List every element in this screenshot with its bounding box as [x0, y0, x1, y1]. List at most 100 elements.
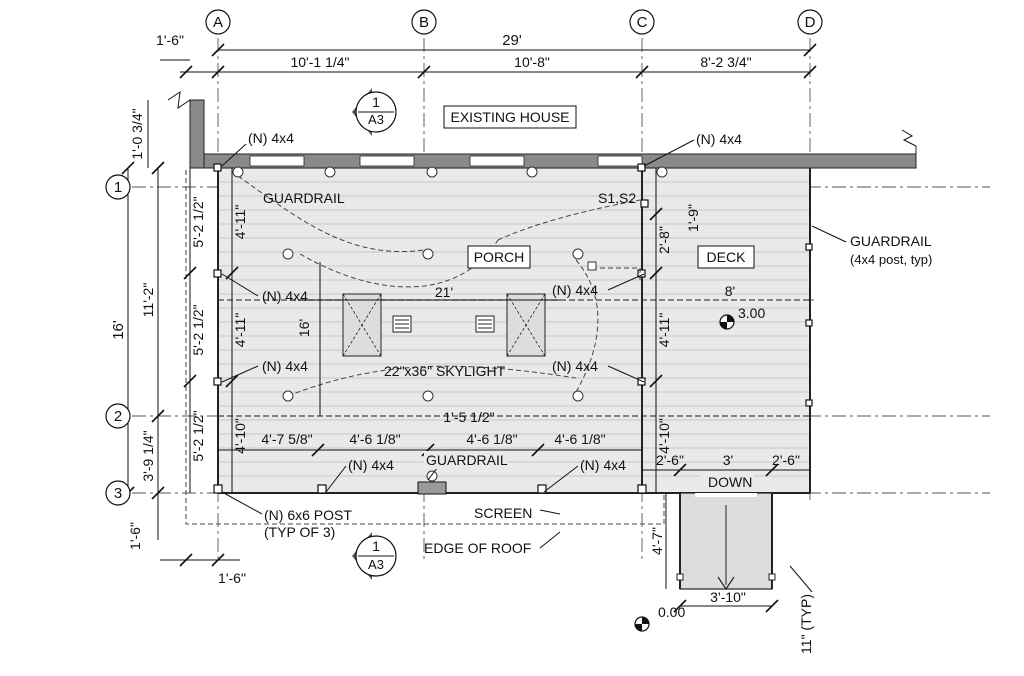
edge-of-roof-label: EDGE OF ROOF	[424, 540, 531, 556]
svg-text:29': 29'	[502, 32, 522, 49]
post-4x4	[637, 377, 646, 386]
svg-text:5'-2 1/2": 5'-2 1/2"	[190, 196, 206, 247]
section-marker-top: 1 A3	[352, 88, 397, 136]
guardrail-front-label: GUARDRAIL	[426, 452, 508, 468]
svg-text:1: 1	[372, 94, 380, 110]
grid-bubble-3: 3	[105, 480, 131, 506]
roof-edge	[185, 170, 665, 525]
post-4x4	[637, 269, 646, 278]
post-4x4	[805, 399, 813, 407]
svg-text:4'-11": 4'-11"	[232, 205, 248, 240]
svg-text:3'-9 1/4": 3'-9 1/4"	[140, 430, 156, 481]
grade-elevation: 0.00	[658, 604, 685, 620]
guardrail-right-label: GUARDRAIL	[850, 233, 932, 249]
guardrail-label: GUARDRAIL	[263, 190, 345, 206]
svg-text:2: 2	[114, 408, 122, 425]
post-4x4	[213, 377, 222, 386]
post-label: (N) 4x4	[696, 131, 742, 147]
svg-text:4'-11": 4'-11"	[232, 313, 248, 348]
elevation-markers	[634, 314, 735, 632]
deck-label: DECK	[707, 249, 747, 265]
svg-text:2'-8": 2'-8"	[656, 226, 672, 254]
grid-bubble-a: A	[205, 9, 231, 35]
svg-text:4'-7 5/8": 4'-7 5/8"	[261, 431, 312, 447]
existing-house-label: EXISTING HOUSE	[450, 109, 569, 125]
svg-text:10'-8": 10'-8"	[514, 54, 550, 70]
grid-bubble-d: D	[797, 9, 823, 35]
svg-text:5'-2 1/2": 5'-2 1/2"	[190, 410, 206, 461]
svg-text:1'-5 1/2": 1'-5 1/2"	[443, 409, 494, 425]
post-4x4	[213, 163, 222, 172]
svg-text:10'-1 1/4": 10'-1 1/4"	[290, 54, 349, 70]
grid-bubble-c: C	[629, 9, 655, 35]
section-marker-bottom: 1 A3	[352, 532, 397, 580]
svg-text:1: 1	[114, 179, 122, 196]
svg-text:A3: A3	[368, 557, 384, 572]
porch-floor	[217, 167, 811, 494]
grid-bubble-2: 2	[105, 403, 131, 429]
svg-text:2'-6": 2'-6"	[656, 452, 684, 468]
svg-text:D: D	[805, 14, 816, 31]
post-6x6	[213, 484, 223, 494]
post-label: (N) 4x4	[348, 457, 394, 473]
post-4x4	[637, 163, 646, 172]
svg-text:5'-2 1/2": 5'-2 1/2"	[190, 304, 206, 355]
svg-text:2'-6": 2'-6"	[772, 452, 800, 468]
post-6x6	[637, 484, 647, 494]
svg-text:C: C	[637, 14, 648, 31]
svg-text:1'-6": 1'-6"	[127, 522, 143, 550]
svg-text:16': 16'	[110, 320, 127, 340]
svg-text:1: 1	[372, 538, 380, 554]
post-6x6-label: (N) 6x6 POST	[264, 507, 352, 523]
screen-label: SCREEN	[474, 505, 532, 521]
svg-text:3': 3'	[723, 452, 733, 468]
stair	[676, 492, 776, 591]
post-6x6	[537, 484, 547, 494]
down-label: DOWN	[708, 474, 752, 490]
svg-text:4'-7": 4'-7"	[649, 527, 665, 555]
grid-bubble-b: B	[411, 9, 437, 35]
svg-text:3'-10": 3'-10"	[710, 589, 746, 605]
post-label: (N) 4x4	[262, 358, 308, 374]
s1s2-label: S1,S2	[598, 190, 636, 206]
skylight-label: 22"x36" SKYLIGHT	[384, 363, 506, 379]
post-4x4	[213, 269, 222, 278]
svg-text:4'-10": 4'-10"	[656, 418, 672, 454]
guardrail-right-note: (4x4 post, typ)	[850, 252, 932, 267]
grid-bubble-1: 1	[105, 174, 131, 200]
svg-text:4'-6 1/8": 4'-6 1/8"	[466, 431, 517, 447]
existing-house-wall	[167, 90, 917, 169]
svg-text:8': 8'	[725, 283, 735, 299]
posts	[213, 163, 813, 495]
labels: EXISTING HOUSE PORCH DECK GUARDRAIL GUAR…	[248, 105, 932, 620]
grid-bubbles: A B C D 1 2 3	[105, 9, 823, 506]
svg-text:A3: A3	[368, 112, 384, 127]
svg-text:1'-6": 1'-6"	[156, 32, 184, 48]
svg-text:21': 21'	[435, 284, 453, 300]
post-label: (N) 4x4	[552, 282, 598, 298]
post-label: (N) 4x4	[580, 457, 626, 473]
post-4x4	[805, 243, 813, 251]
post-6x6-note: (TYP OF 3)	[264, 524, 335, 540]
post-label: (N) 4x4	[552, 358, 598, 374]
post-4x4	[805, 319, 813, 327]
deck-elevation: 3.00	[738, 305, 765, 321]
skylights	[342, 293, 546, 357]
svg-text:1'-6": 1'-6"	[218, 570, 246, 586]
leaders	[221, 139, 847, 549]
svg-text:A: A	[213, 14, 223, 31]
svg-text:8'-2 3/4": 8'-2 3/4"	[700, 54, 751, 70]
svg-text:16': 16'	[296, 319, 312, 337]
svg-text:4'-6 1/8": 4'-6 1/8"	[349, 431, 400, 447]
post-4x4	[640, 199, 649, 208]
dimension-text: 29' 10'-1 1/4" 10'-8" 8'-2 3/4" 1'-6" 1'…	[110, 32, 814, 654]
electrical-layout	[232, 166, 668, 482]
dimension-lines	[121, 43, 817, 613]
svg-text:11" (TYP): 11" (TYP)	[798, 594, 814, 654]
svg-text:1'-9": 1'-9"	[685, 204, 701, 232]
porch-label: PORCH	[474, 249, 525, 265]
svg-text:B: B	[419, 14, 429, 31]
svg-text:4'-6 1/8": 4'-6 1/8"	[554, 431, 605, 447]
